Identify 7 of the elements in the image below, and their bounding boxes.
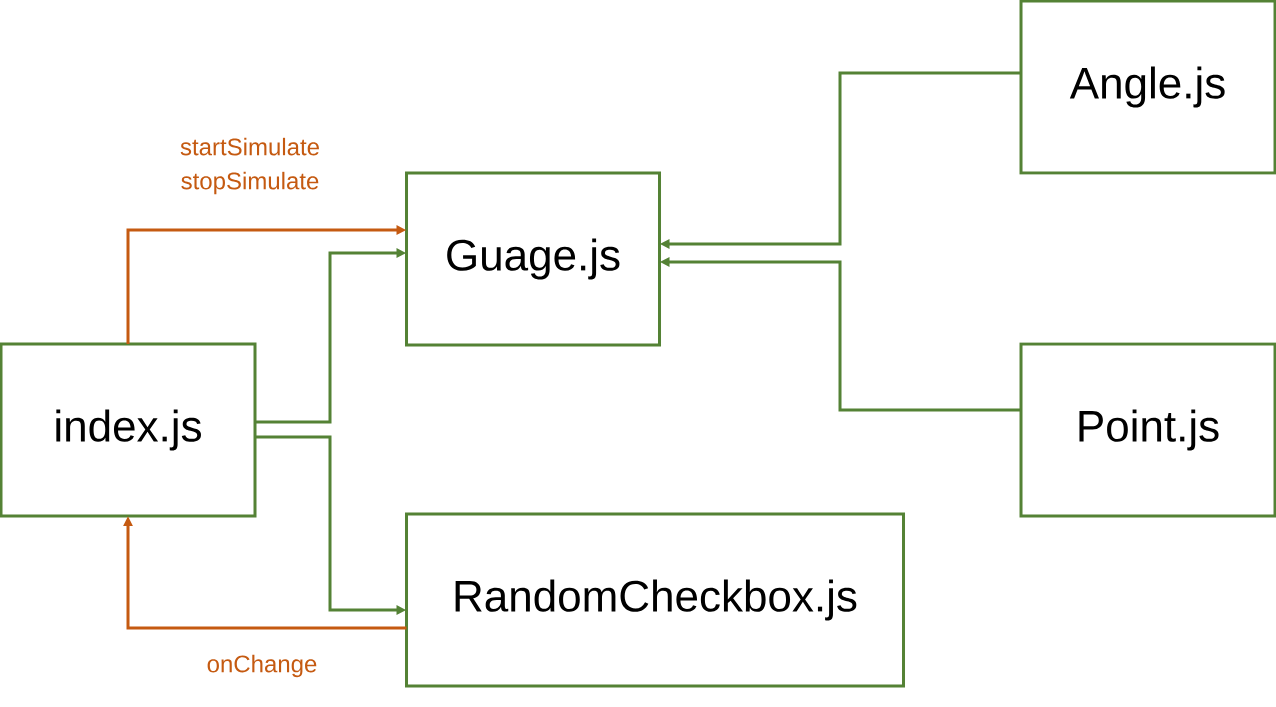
file-box: RandomCheckbox.js (405, 512, 905, 688)
edge-label: onChange (207, 654, 317, 678)
file-box: Angle.js (1019, 0, 1276, 175)
file-box: index.js (0, 342, 257, 518)
edge-label: startSimulate stopSimulate (180, 137, 319, 195)
file-box: Guage.js (405, 171, 661, 347)
file-box: Point.js (1019, 342, 1276, 518)
